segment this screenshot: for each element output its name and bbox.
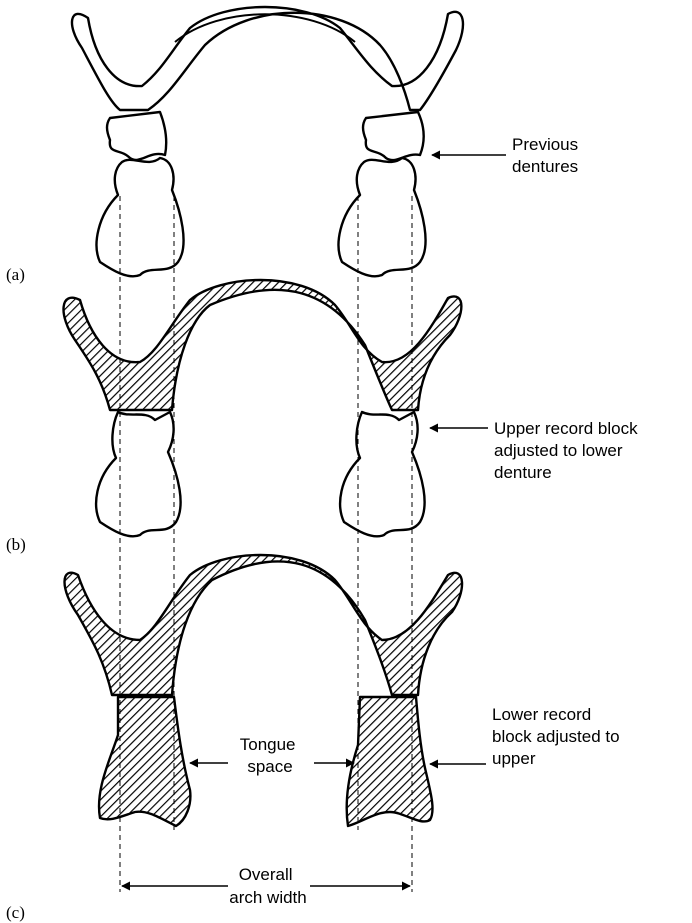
panel-a: (a) Previous dentures	[6, 7, 583, 284]
previous-dentures-label: Previous dentures	[512, 135, 583, 176]
right-lower-tooth	[339, 158, 426, 276]
upper-record-block-label: Upper record block adjusted to lower den…	[494, 419, 642, 482]
left-upper-tooth	[107, 112, 166, 160]
panel-b: (b) Upper record block adjusted to lower…	[6, 280, 642, 554]
tongue-space-label: Tongue space	[240, 735, 301, 776]
right-upper-tooth	[363, 112, 424, 160]
upper-record-block	[64, 280, 462, 410]
right-lower-record-block	[347, 697, 433, 826]
lower-record-block-label: Lower record block adjusted to upper	[492, 705, 624, 768]
panel-label-b: (b)	[6, 535, 26, 554]
panel-label-a: (a)	[6, 265, 25, 284]
overall-arch-width-label: Overall arch width	[229, 865, 306, 907]
left-lower-tooth-b	[96, 412, 180, 536]
upper-denture-outline	[72, 7, 463, 110]
panel-c: (c) Lower record block adjusted to upper…	[6, 555, 624, 922]
left-lower-record-block	[99, 697, 190, 826]
upper-record-block-c	[65, 555, 463, 695]
panel-label-c: (c)	[6, 903, 25, 922]
left-lower-tooth	[97, 158, 184, 276]
